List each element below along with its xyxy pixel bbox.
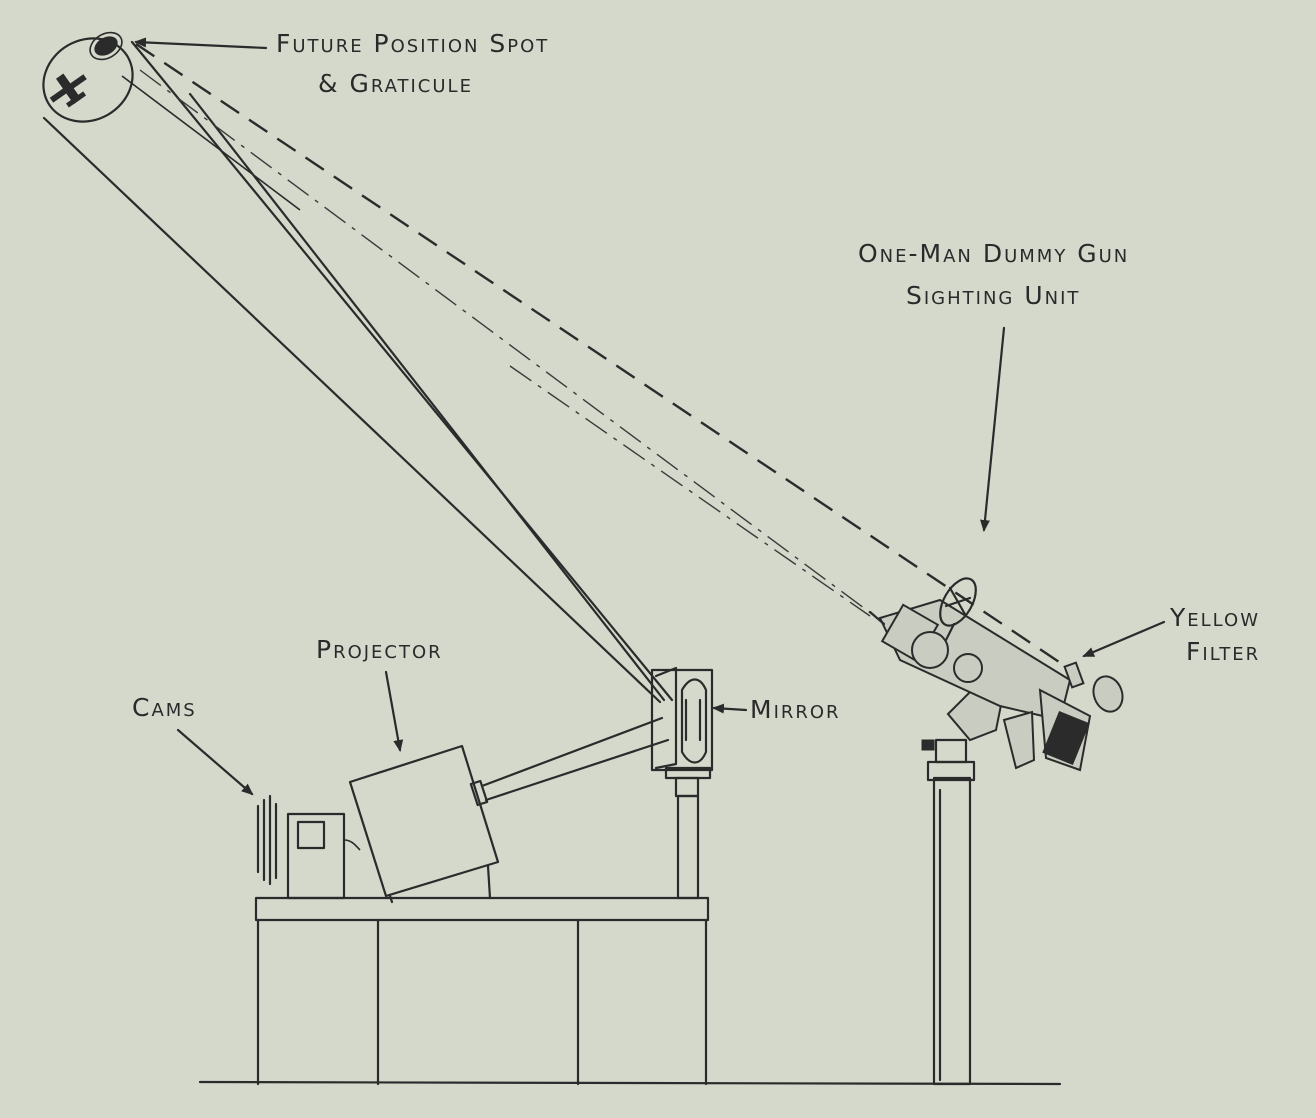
- future-position-spot: [94, 36, 118, 56]
- projector-to-mirror-beam: [480, 716, 670, 802]
- aircraft-silhouette-icon: [49, 73, 87, 108]
- projector-label: Projector: [316, 635, 443, 752]
- future-position-label: Future Position Spot & Graticule: [134, 29, 549, 98]
- floor-line: [198, 1080, 1062, 1086]
- cams-arrow: [176, 728, 254, 796]
- bench: [254, 896, 710, 1086]
- cams-label-text: Cams: [132, 693, 197, 722]
- cams-label: Cams: [132, 693, 254, 796]
- mirror-assembly: [650, 666, 714, 798]
- sighting-unit-label-line1: One-Man Dummy Gun: [858, 239, 1129, 268]
- future-position-label-line2: & Graticule: [318, 69, 473, 98]
- projector: [348, 744, 500, 904]
- gun-pedestal: [921, 738, 976, 1086]
- sighting-unit-label: One-Man Dummy Gun Sighting Unit: [858, 239, 1129, 532]
- mirror-label-text: Mirror: [750, 695, 841, 724]
- sighting-unit-arrow: [980, 326, 1006, 532]
- cam-box: [286, 812, 361, 900]
- handwheel: [939, 577, 977, 642]
- sight-line-dashdot: [139, 69, 881, 621]
- sight-line: [135, 43, 1081, 677]
- future-position-label-line1: Future Position Spot: [276, 29, 549, 58]
- mirror-label: Mirror: [712, 695, 841, 724]
- yellow-filter-label-line1: Yellow: [1169, 603, 1260, 632]
- yellow-filter-arrow: [1082, 620, 1166, 658]
- future-position-arrow: [134, 37, 268, 50]
- yellow-filter-label-line2: Filter: [1186, 637, 1260, 666]
- gun-sighting-unit: [868, 598, 1124, 772]
- projection-beam: [42, 40, 674, 704]
- cams: [256, 794, 278, 886]
- projector-arrow: [384, 670, 404, 752]
- projector-label-text: Projector: [316, 635, 443, 664]
- sighting-unit-label-line2: Sighting Unit: [906, 281, 1080, 310]
- mirror-post: [676, 794, 700, 900]
- target-screen: [42, 31, 134, 123]
- yellow-filter-label: Yellow Filter: [1082, 603, 1260, 666]
- mirror-arrow: [712, 703, 748, 714]
